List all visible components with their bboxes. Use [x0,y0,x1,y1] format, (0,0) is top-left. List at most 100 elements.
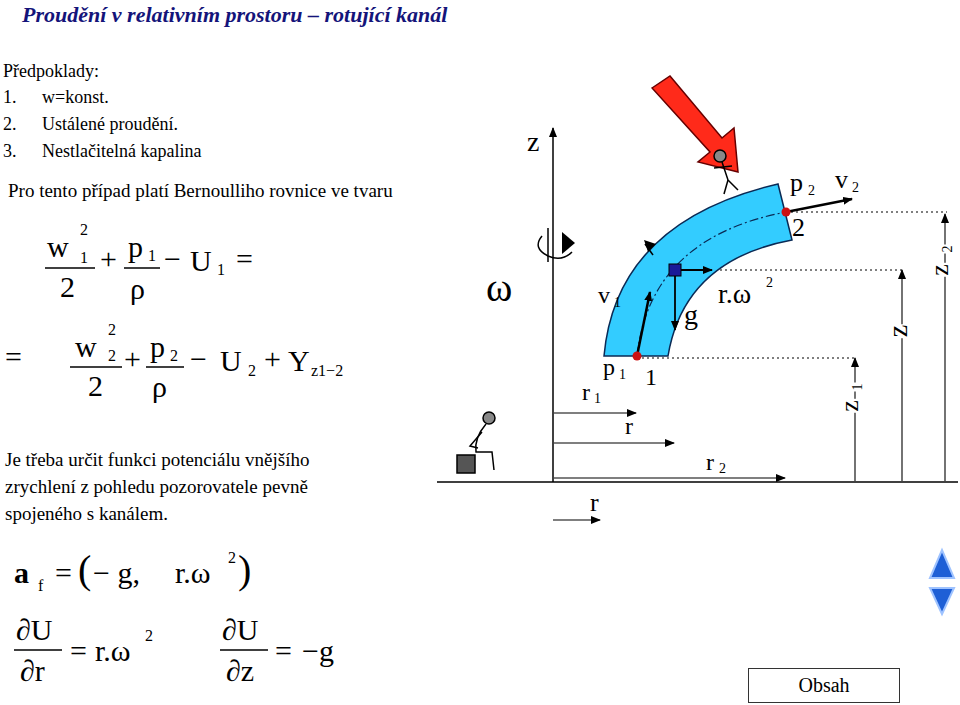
label: ∂U [222,615,259,645]
label: z [836,399,864,413]
label: = [55,558,72,588]
label: 1. [3,88,17,106]
label: ω [486,268,512,308]
label: 2 [808,184,815,198]
rotation-shaft [547,228,549,262]
dimension-r1 [554,412,636,413]
fraction-bar [124,267,160,269]
z-axis [552,128,554,482]
label: 2 [108,348,116,364]
label: z [883,324,913,338]
label: p [790,170,803,196]
label: v [835,167,848,193]
label: z1−2 [311,363,343,379]
nav-button: Obsah [748,668,900,703]
label: r [590,490,599,516]
label: zrychlení z pohledu pozorovatele pevně [5,477,308,496]
rotating-channel [604,184,792,356]
dimension-z1 [854,358,855,481]
label: Nestlačitelná kapalina [42,142,201,160]
label: = [70,636,87,666]
label: = [5,342,22,372]
label: 1 [217,262,225,278]
point-2 [782,208,791,217]
label: r.ω [175,558,211,588]
level-line [786,211,947,212]
button-label: Obsah [798,674,849,697]
label: ( [78,550,91,590]
flow-arrowhead [644,240,656,252]
label: 2 [228,550,236,566]
slide-title: Proudění v relativním prostoru – rotujíc… [22,2,447,28]
label: w [47,232,69,262]
observer-leg [728,180,738,190]
label: 1 [619,368,626,382]
nav-down [930,588,954,614]
observer-leg [724,180,728,194]
label: 2 [852,181,859,195]
dimension-z2 [944,214,945,481]
label: 1 [850,383,866,392]
label: z [527,128,539,156]
label: 2 [766,276,773,290]
observer-seat [457,455,475,473]
fraction-bar [220,649,268,651]
label: w [75,332,97,362]
label: 1 [80,250,88,266]
label: ∂r [20,656,45,686]
label: + [264,344,281,374]
r-axis [437,481,958,483]
observer-head [714,150,726,162]
observer-arms [714,166,732,168]
label: r [582,380,590,404]
nav-up [930,550,954,578]
label: + [124,344,141,374]
label: 2. [3,115,17,133]
label: r [625,414,633,438]
label: v [598,283,610,307]
label: 2 [80,222,88,238]
label: z [926,263,954,277]
label: p [150,332,165,362]
label: U [190,246,212,276]
fluid-particle [669,264,681,276]
label: 1 [645,365,657,389]
label: 1 [148,248,156,264]
label: 2 [248,363,256,379]
label: r.ω [718,280,751,308]
level-line [675,269,904,270]
channel-centerline [637,212,786,356]
velocity-v2 [786,199,852,212]
label: + [100,244,117,274]
fraction-bar [70,366,122,368]
label: spojeného s kanálem. [5,504,168,523]
label: 2 [145,628,153,644]
label: 2 [108,322,116,338]
label: 3. [3,142,17,160]
label: a [14,558,29,588]
label: 2 [60,272,75,302]
observer-body [722,162,728,180]
fixed-observer [457,412,495,473]
label: Pro tento případ platí Bernoulliho rovni… [8,181,393,200]
label: ) [238,550,251,590]
label: 2 [170,348,178,364]
fraction-bar [45,267,95,269]
label: f [38,578,43,594]
observer-head [483,412,495,424]
label: Je třeba určit funkci potenciálu vnějšíh… [5,450,309,469]
observer-body [476,424,494,470]
gravity-vector [674,270,676,330]
label: 1 [594,392,601,406]
observer-arm [470,432,482,448]
label: Ustálené proudění. [42,115,178,133]
label: 2 [792,215,805,241]
label: r [706,450,714,474]
label: r.ω [95,636,131,666]
point-1 [633,352,642,361]
rotation-arrowhead [562,232,575,254]
dimension-r [554,442,674,443]
dimension-r2 [554,477,785,478]
